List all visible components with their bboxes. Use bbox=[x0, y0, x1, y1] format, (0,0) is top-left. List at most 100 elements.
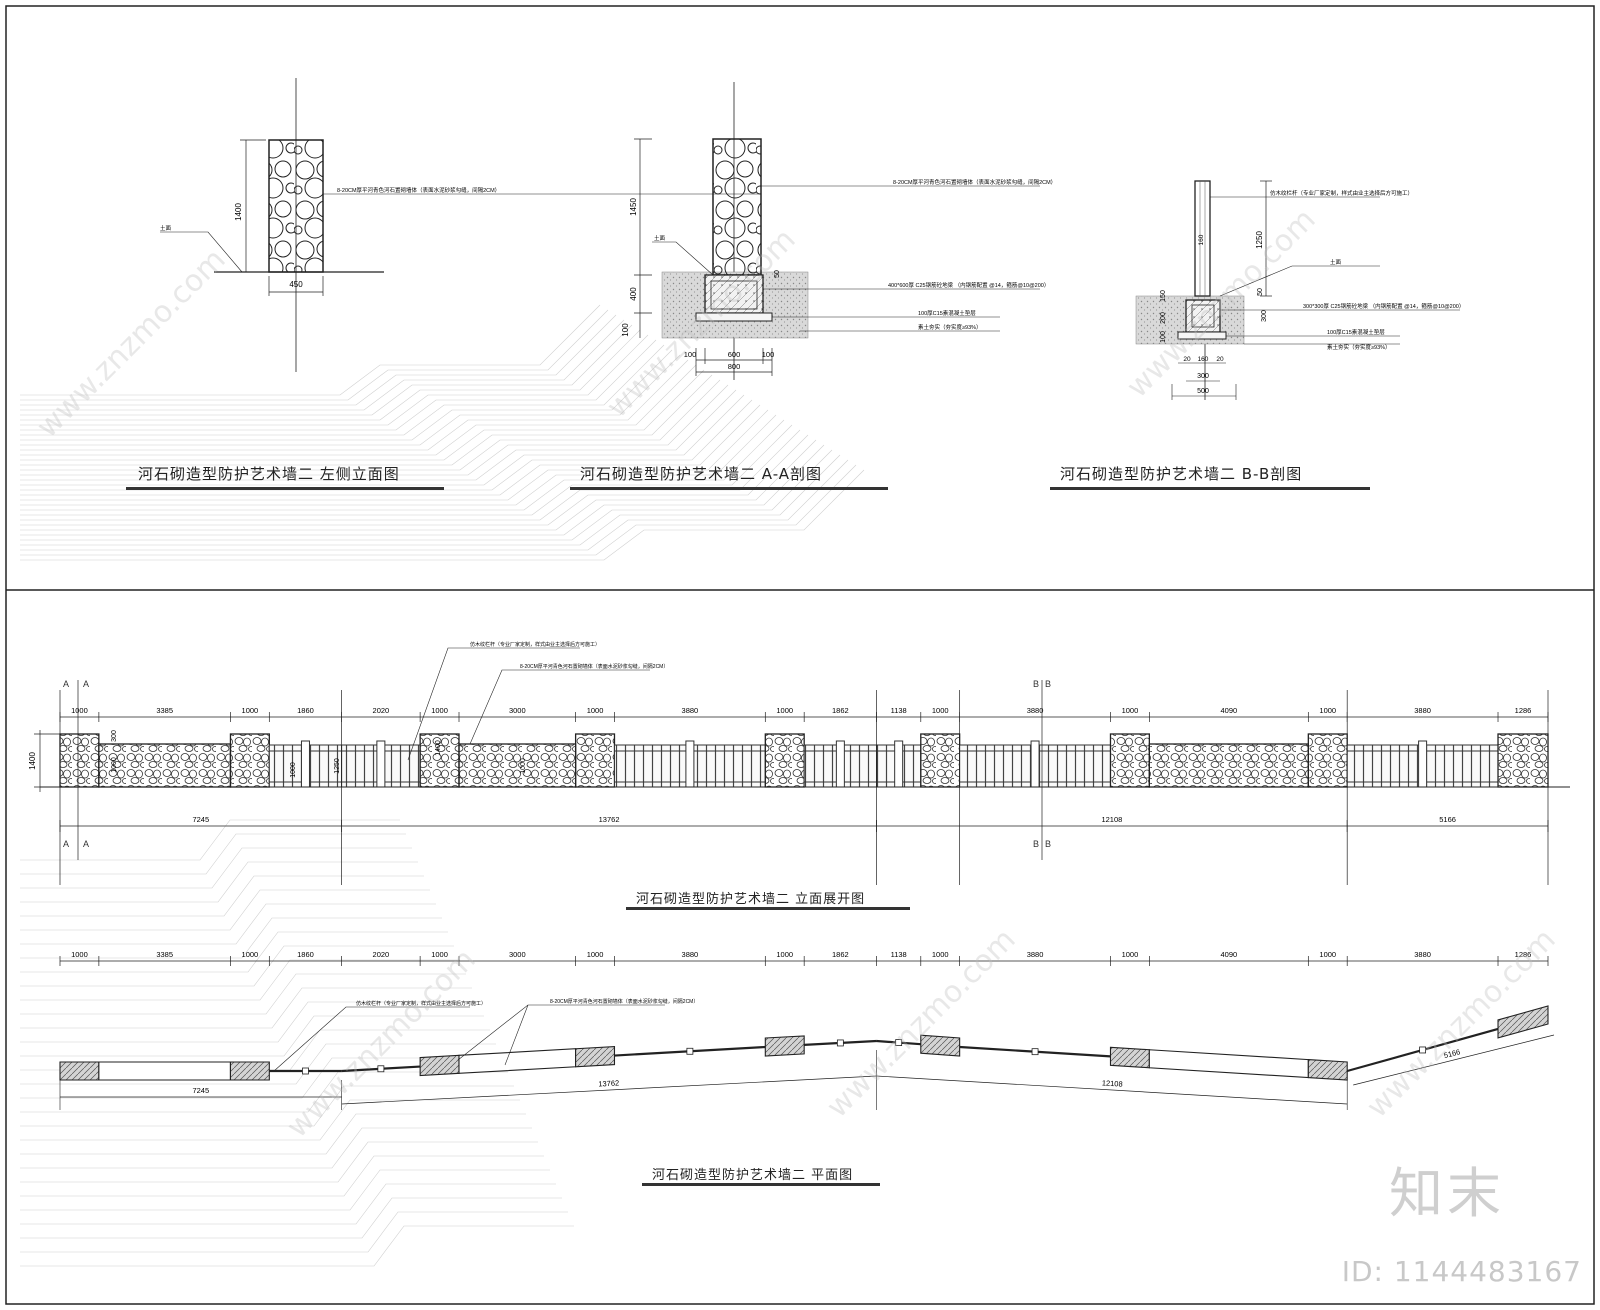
plan-post bbox=[1419, 1046, 1427, 1054]
title-underline bbox=[570, 487, 888, 490]
plan-wall-panel bbox=[458, 1048, 577, 1074]
dim-150: 150 bbox=[1160, 290, 1167, 302]
unfold-overall-label: 13762 bbox=[599, 815, 620, 824]
stone-wall-panel bbox=[98, 743, 232, 788]
callout-cushion: 100厚C15素混凝土垫层 bbox=[918, 309, 976, 317]
plan-post bbox=[686, 1047, 694, 1055]
unfold-dim-label: 1000 bbox=[1122, 706, 1139, 715]
unfold-dim-label: 3880 bbox=[1027, 706, 1044, 715]
outer-frame bbox=[5, 5, 1595, 1305]
plan-dim-label: 3880 bbox=[1414, 950, 1431, 959]
railing-post bbox=[300, 740, 310, 788]
callout-cushion: 100厚C15素混凝土垫层 bbox=[1327, 328, 1385, 336]
section-mark: A bbox=[63, 679, 69, 689]
plan-dim-label: 3880 bbox=[682, 950, 699, 959]
stone-pier bbox=[764, 733, 805, 788]
section-bb-drawing: 1250 160 50 300 150 200 100 20 160 20 30… bbox=[1135, 180, 1464, 400]
dim-wall-height: 1450 bbox=[629, 198, 638, 216]
section-aa-drawing: 1450 400 100 50 100 600 100 800 8-20CM厚平… bbox=[621, 82, 1056, 380]
plan-overall-label: 5166 bbox=[1443, 1047, 1461, 1060]
railing-post bbox=[376, 740, 386, 788]
callout-rail: 仿木纹栏杆（专业厂家定制，样式由业主选择后方可施工） bbox=[470, 641, 600, 648]
stone-wall-column bbox=[712, 138, 762, 276]
unfold-dim-label: 3880 bbox=[1414, 706, 1431, 715]
title-underline bbox=[1050, 487, 1370, 490]
dim-300: 300 bbox=[1197, 373, 1209, 380]
stone-pier bbox=[920, 733, 961, 788]
plan-dim-label: 1000 bbox=[431, 950, 448, 959]
unfold-dim-label: 1862 bbox=[832, 706, 849, 715]
dim-total: 800 bbox=[728, 362, 741, 371]
inner-dim-label: 1000 bbox=[290, 762, 297, 778]
unfold-dim-label: 1000 bbox=[776, 706, 793, 715]
plan-dim-label: 1286 bbox=[1515, 950, 1532, 959]
plan-dim-label: 3880 bbox=[1027, 950, 1044, 959]
plan-post bbox=[377, 1065, 385, 1073]
plan-pier bbox=[920, 1034, 961, 1057]
plan-dim-label: 1138 bbox=[891, 950, 907, 959]
title-section-bb: 河石砌造型防护艺术墙二 B-B剖图 bbox=[1060, 465, 1303, 483]
unfold-dim-label: 4090 bbox=[1220, 706, 1237, 715]
plan-overall-dim-line bbox=[341, 1075, 877, 1105]
plan-dim-label: 1000 bbox=[932, 950, 949, 959]
unfold-overall-label: 5166 bbox=[1439, 815, 1456, 824]
plan-dim-label: 1000 bbox=[776, 950, 793, 959]
title-elevation-unfold: 河石砌造型防护艺术墙二 立面展开图 bbox=[636, 892, 866, 907]
left-elevation-drawing: 1400 450 8-20CM厚平河青色河石置砌墙体（表面水泥砂浆勾缝，间隔2C… bbox=[160, 78, 760, 372]
plan-pier bbox=[419, 1054, 460, 1077]
railing-post bbox=[685, 740, 695, 788]
plan-pier bbox=[229, 1061, 270, 1081]
plan-wall-panel bbox=[98, 1061, 231, 1081]
stone-pier bbox=[229, 733, 270, 788]
callout-ground: 土面 bbox=[160, 224, 172, 232]
plan-post bbox=[836, 1039, 844, 1047]
dim-footing: 400 bbox=[629, 287, 638, 301]
inner-dim-label: 1400 bbox=[435, 740, 442, 756]
callout-stone: 8-20CM厚平河青色河石置砌墙体（表面水泥砂浆勾缝，间隔2CM） bbox=[520, 663, 668, 670]
title-underline bbox=[642, 1183, 880, 1186]
unfold-dim-label: 1286 bbox=[1515, 706, 1532, 715]
watermark-id: ID: 1144483167 bbox=[1341, 1255, 1582, 1288]
unfold-overall-label: 12108 bbox=[1101, 815, 1122, 824]
dim-base: 100 bbox=[621, 323, 630, 337]
section-mark: B bbox=[1033, 839, 1039, 849]
stone-pier bbox=[1307, 733, 1348, 788]
stone-pier bbox=[1497, 733, 1549, 788]
plan-overall-dim-line bbox=[876, 1075, 1348, 1105]
section-mark: A bbox=[83, 839, 89, 849]
dim-50: 50 bbox=[1257, 288, 1264, 296]
dim-height: 1400 bbox=[234, 203, 243, 221]
section-mark: A bbox=[63, 839, 69, 849]
stone-wall-panel bbox=[1148, 743, 1309, 788]
callout-stone: 8-20CM厚平河青色河石置砌墙体（表面水泥砂浆勾缝，间隔2CM） bbox=[893, 178, 1056, 186]
unfold-dim-label: 3000 bbox=[509, 706, 526, 715]
dim-left: 100 bbox=[684, 350, 697, 359]
section-mark: B bbox=[1045, 679, 1051, 689]
unfold-dim-label: 1138 bbox=[891, 706, 907, 715]
section-mark: A bbox=[83, 679, 89, 689]
background-contours bbox=[20, 304, 865, 1267]
dim-width: 450 bbox=[289, 280, 303, 289]
dim-50: 50 bbox=[774, 270, 781, 278]
plan-pier bbox=[575, 1045, 616, 1068]
unfold-dim-label: 1000 bbox=[242, 706, 259, 715]
plan-overall-label: 7245 bbox=[192, 1086, 209, 1095]
plan-pier bbox=[764, 1035, 805, 1057]
stone-wall-panel bbox=[458, 743, 577, 788]
plan-pier bbox=[1109, 1046, 1150, 1069]
callout-rail: 仿木纹栏杆（专业厂家定制，样式由业主选择后方可施工） bbox=[356, 1000, 486, 1007]
cushion-layer bbox=[1177, 331, 1227, 340]
callout-ground: 土面 bbox=[654, 234, 666, 242]
plan-post bbox=[302, 1067, 309, 1075]
title-underline bbox=[126, 487, 444, 490]
callout-ground: 土面 bbox=[1330, 258, 1342, 266]
plan-dim-label: 1000 bbox=[1319, 950, 1336, 959]
railing-post bbox=[894, 740, 904, 788]
callout-beam: 400*600厚 C25钢筋砼地梁 （内钢筋配置 @14，箍筋@10@200） bbox=[888, 281, 1049, 289]
plan-post bbox=[895, 1039, 903, 1046]
inner-dim-label: 1000 bbox=[111, 757, 118, 773]
callout-stone: 8-20CM厚平河青色河石置砌墙体（表面水泥砂浆勾缝，间隔2CM） bbox=[550, 998, 698, 1005]
stone-wall-column bbox=[268, 139, 324, 273]
